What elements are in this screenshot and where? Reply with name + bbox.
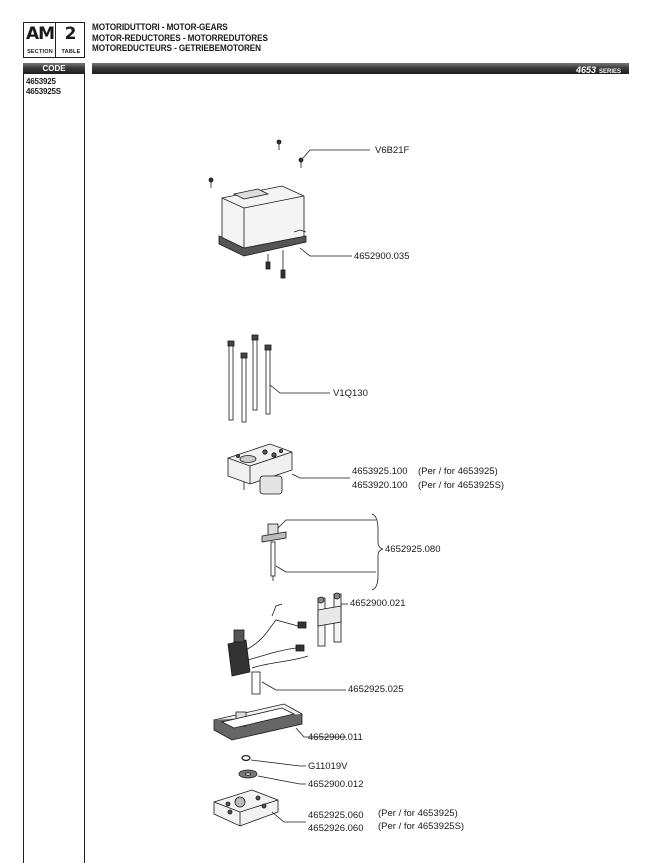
motor-cover-drawing bbox=[218, 185, 307, 279]
note-base-b: (Per / for 4653925S) bbox=[378, 821, 465, 832]
table-label: TABLE bbox=[61, 49, 81, 55]
label-bracket: 4652900.021 bbox=[350, 598, 406, 609]
label-long-screws: V1Q130 bbox=[333, 388, 368, 399]
note-motor-b: (Per / for 4653925S) bbox=[418, 480, 505, 491]
brace bbox=[371, 513, 384, 591]
label-oring: G11019V bbox=[308, 761, 348, 772]
code-item: 4653925 bbox=[26, 77, 56, 86]
washer-drawing bbox=[238, 769, 258, 779]
leader-screws bbox=[269, 384, 330, 394]
oring-drawing bbox=[241, 754, 251, 761]
leader-cover bbox=[299, 247, 352, 257]
section-label: SECTION bbox=[27, 49, 53, 55]
leader-gasket bbox=[295, 727, 346, 738]
code-item: 4653925S bbox=[26, 87, 61, 96]
leader-washer bbox=[257, 775, 306, 785]
note-base-a: (Per / for 4653925) bbox=[378, 808, 458, 819]
leader-base bbox=[271, 811, 306, 823]
series-number: 4653 bbox=[575, 65, 596, 75]
title-line-2: MOTOR-REDUCTORES - MOTORREDUTORES bbox=[92, 32, 268, 44]
series-word: SERIES bbox=[598, 69, 621, 75]
title-line-1: MOTORIDUTTORI - MOTOR-GEARS bbox=[92, 22, 228, 33]
label-screw-cover: V6B21F bbox=[375, 145, 410, 156]
label-motor-b: 4653920.100 bbox=[352, 480, 408, 491]
label-base-b: 4652926.060 bbox=[308, 823, 364, 834]
leader-motor bbox=[291, 473, 350, 479]
code-column: 4653925 4653925S bbox=[23, 74, 85, 863]
code-header-label: CODE bbox=[42, 64, 66, 73]
label-washer: 4652900.012 bbox=[308, 779, 364, 790]
note-motor-a: (Per / for 4653925) bbox=[418, 466, 498, 477]
long-screws-drawing bbox=[227, 334, 272, 423]
label-gasket-box: 4652900.011 bbox=[308, 732, 363, 743]
leader-shaft-bottom bbox=[275, 565, 376, 573]
leader-shaft-top bbox=[277, 519, 376, 529]
label-cover: 4652900.035 bbox=[354, 251, 410, 262]
bracket-drawing bbox=[317, 592, 342, 647]
table-number: 2 bbox=[64, 24, 77, 44]
shaft-drawing bbox=[261, 523, 287, 581]
section-divider bbox=[55, 23, 57, 57]
wiring-drawing bbox=[227, 603, 309, 695]
cover-screw-1 bbox=[276, 139, 282, 150]
page-titles: MOTORIDUTTORI - MOTOR-GEARS MOTOR-REDUCT… bbox=[92, 22, 268, 55]
label-base-a: 4652925.060 bbox=[308, 810, 364, 821]
motor-assembly-drawing bbox=[227, 443, 293, 495]
section-code: AM bbox=[26, 24, 55, 44]
leader-oring bbox=[250, 759, 306, 767]
leader-screw bbox=[302, 149, 370, 159]
label-motor-a: 4653925.100 bbox=[352, 466, 408, 477]
code-header-bar: CODE bbox=[23, 63, 85, 74]
gasket-box-drawing bbox=[212, 703, 304, 741]
label-shaft: 4652925.080 bbox=[385, 544, 441, 555]
label-wiring: 4652925.025 bbox=[348, 684, 404, 695]
cover-screw-2 bbox=[298, 157, 304, 168]
base-drawing bbox=[213, 789, 279, 827]
title-line-3: MOTOREDUCTEURS - GETRIEBEMOTOREN bbox=[92, 43, 261, 54]
leader-wiring bbox=[261, 681, 346, 691]
section-table-box: AM 2 SECTION TABLE bbox=[23, 22, 85, 58]
cover-screw-3 bbox=[208, 177, 214, 188]
